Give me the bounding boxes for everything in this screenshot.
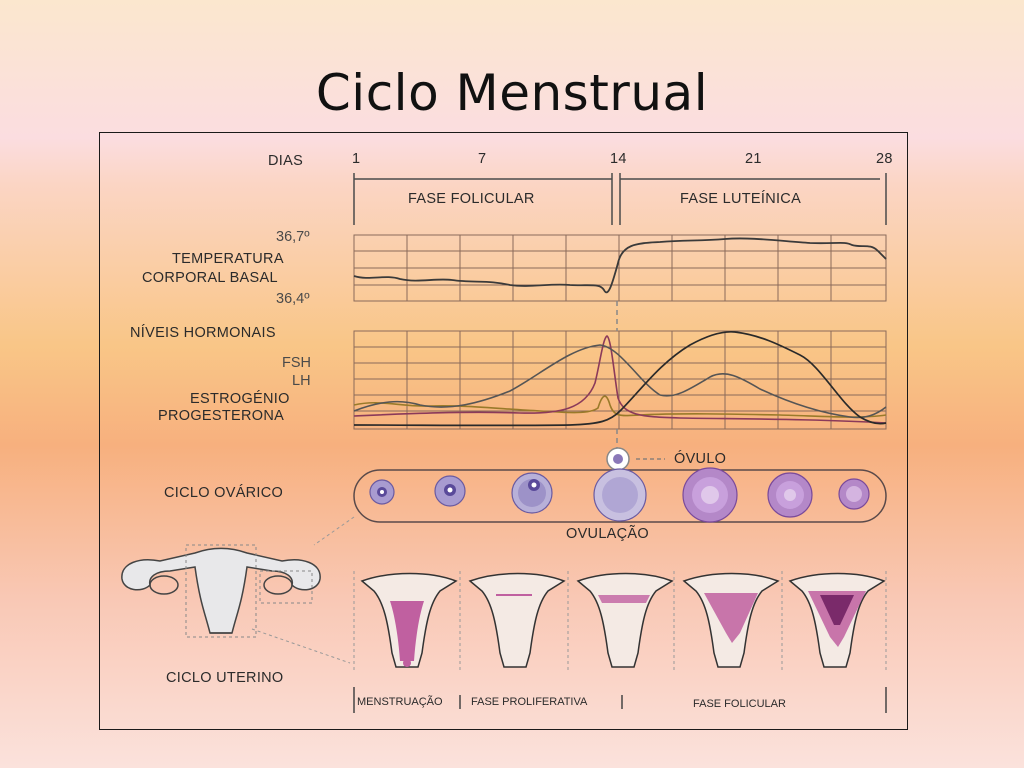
temperature-curve <box>354 238 886 292</box>
fsh-label: FSH <box>282 355 311 371</box>
uterus-stage-1 <box>362 574 456 668</box>
estrogen-curve <box>354 345 886 418</box>
progesterone-label: PROGESTERONA <box>158 408 284 424</box>
day-7: 7 <box>478 151 486 167</box>
connector-uterus <box>252 629 350 663</box>
ovum-label: ÓVULO <box>674 450 726 467</box>
uterus-anatomy-icon <box>122 549 320 634</box>
temp-max: 36,7º <box>276 229 310 245</box>
temp-label-2: CORPORAL BASAL <box>142 270 278 286</box>
day-14: 14 <box>610 151 627 167</box>
uterine-phase-follicular: FASE FOLICULAR <box>693 698 786 710</box>
day-28: 28 <box>876 151 893 167</box>
temp-label-1: TEMPERATURA <box>172 251 284 267</box>
follicle-stages <box>370 468 869 522</box>
uterus-stage-4 <box>684 574 778 668</box>
estrogen-label: ESTROGÉNIO <box>190 390 290 407</box>
lh-label: LH <box>292 373 311 389</box>
uterus-stage-5 <box>790 574 884 668</box>
ovarian-cycle-label: CICLO OVÁRICO <box>164 484 283 501</box>
corpus-albicans <box>839 479 869 509</box>
follicle-3 <box>512 473 552 513</box>
ovum-nucleus <box>613 454 623 464</box>
day-21: 21 <box>745 151 762 167</box>
diagram-canvas: DIAS 1 7 14 21 28 FASE FOLICULAR FASE LU… <box>100 133 906 728</box>
phase-luteal: FASE LUTEÍNICA <box>680 190 801 207</box>
connector-ovary <box>314 517 354 545</box>
uterine-phase-proliferative: FASE PROLIFERATIVA <box>471 696 588 708</box>
uterine-cycle-label: CICLO UTERINO <box>166 670 284 686</box>
uterus-stage-2 <box>470 574 564 668</box>
temp-min: 36,4º <box>276 291 310 307</box>
corpus-luteum-2 <box>768 473 812 517</box>
days-label: DIAS <box>268 153 303 169</box>
follicle-2 <box>435 476 465 506</box>
follicle-1 <box>370 480 394 504</box>
menstrual-cycle-diagram: DIAS 1 7 14 21 28 FASE FOLICULAR FASE LU… <box>99 132 908 730</box>
ovulation-label: OVULAÇÃO <box>566 525 649 542</box>
follicle-4-ovulating <box>594 469 646 521</box>
phase-follicular: FASE FOLICULAR <box>408 191 535 207</box>
slide-title: Ciclo Menstrual <box>0 64 1024 122</box>
uterus-stage-3 <box>578 574 672 668</box>
corpus-luteum-1 <box>683 468 737 522</box>
temp-grid <box>354 235 886 301</box>
hormones-heading: NÍVEIS HORMONAIS <box>130 324 276 341</box>
uterine-phase-menstruation: MENSTRUAÇÃO <box>357 695 443 708</box>
day-1: 1 <box>352 151 360 167</box>
